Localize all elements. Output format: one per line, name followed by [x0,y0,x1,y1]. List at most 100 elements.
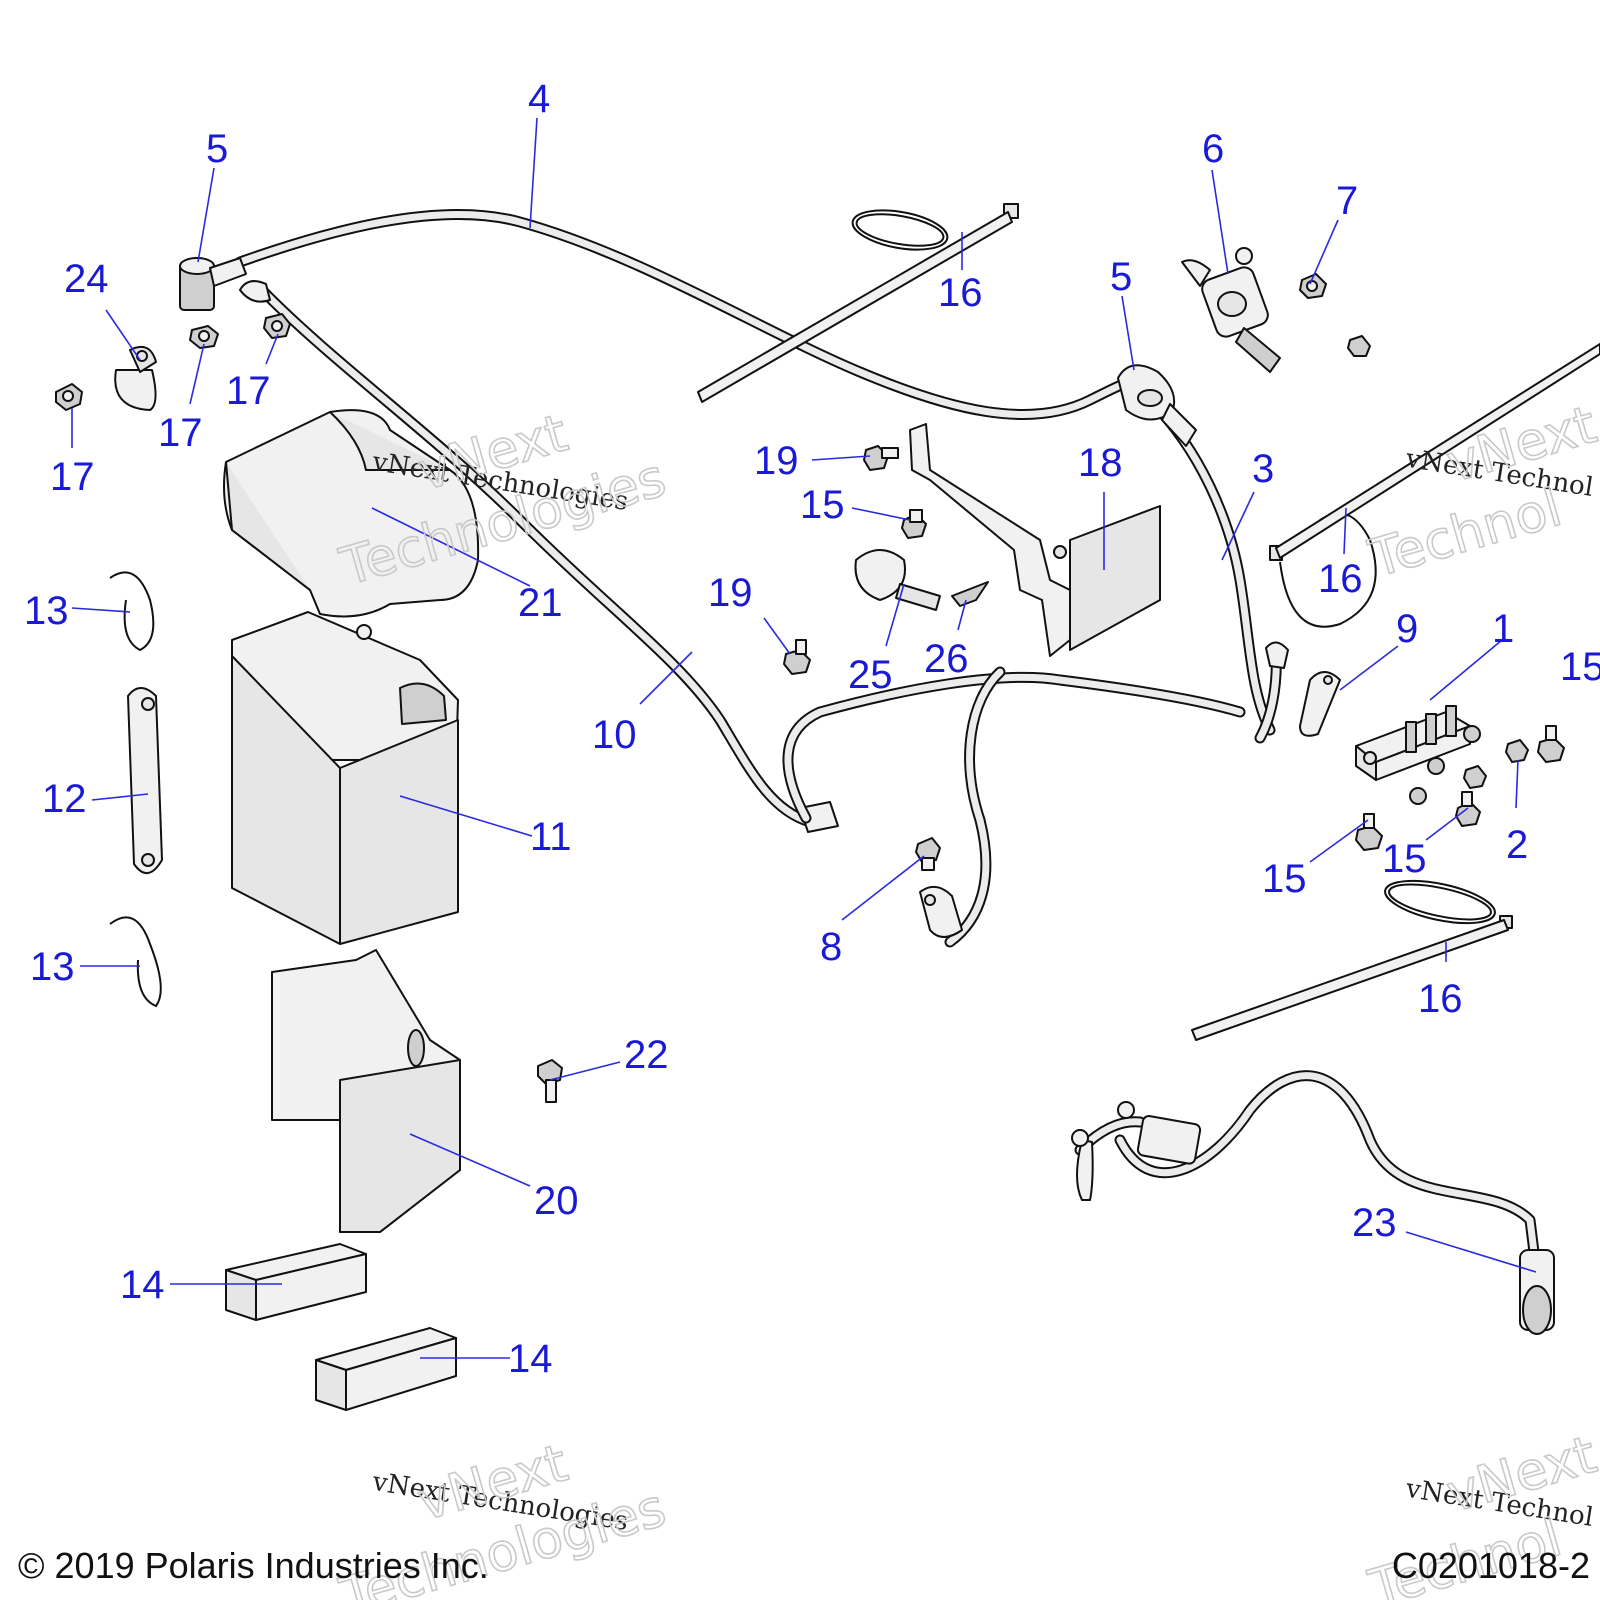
terminal-block-1 [1355,705,1481,805]
callout-23: 23 [1352,1201,1397,1245]
clamp-24 [114,346,157,411]
callout-7: 7 [1336,179,1358,223]
callout-11: 11 [530,815,572,859]
callout-14-b: 14 [508,1337,553,1381]
callout-16-bottom: 16 [1418,977,1463,1021]
callout-13-top: 13 [24,589,69,633]
harness-23 [1071,1070,1555,1335]
leader-9 [1339,645,1399,691]
leader-6 [1211,169,1229,275]
callout-26: 26 [924,637,969,681]
leader-11 [399,795,533,837]
callout-19-a: 19 [754,439,799,483]
clip-13-bottom [109,916,162,1008]
cable-tie-16-top [697,203,1019,403]
clamp-25 [854,549,941,611]
callout-10: 10 [592,713,637,757]
callout-2: 2 [1506,823,1528,867]
leader-13a [71,607,131,613]
leader-17b [189,343,205,405]
battery-11 [231,611,459,945]
callout-20: 20 [534,1179,579,1223]
pad-14-a [225,1243,367,1321]
screw-19-a [863,445,899,471]
callout-18: 18 [1078,441,1123,485]
nut-loose [1347,335,1371,357]
leader-25 [885,583,905,647]
leader-22 [549,1061,621,1081]
pad-14-b [315,1327,457,1411]
bolt-15-a [1537,725,1565,763]
callout-22: 22 [624,1033,669,1077]
bolt-15-c [1355,813,1383,851]
leader-20 [409,1133,531,1187]
callout-15-mid: 15 [800,483,845,527]
callout-17-b: 17 [158,411,203,455]
leader-17c [265,333,279,365]
screw-19-b [783,639,811,675]
callout-15-a: 15 [1560,645,1600,689]
cable-4 [234,208,1146,420]
callout-14-a: 14 [120,1263,165,1307]
diagram-code: C0201018-2 [1392,1545,1590,1586]
parts-layer [55,203,1600,1411]
callout-15-b: 15 [1262,857,1307,901]
leader-16b [1343,507,1347,555]
callout-16-top: 16 [938,271,983,315]
terminal-9 [1299,671,1341,737]
clip-26 [951,581,989,607]
ground-harness [782,666,1246,948]
callout-3: 3 [1252,447,1274,491]
nut-extra-right [1463,765,1487,789]
leader-5a [197,167,215,263]
leader-24 [105,309,141,361]
battery-cover-21 [223,409,480,618]
leader-15c [1425,807,1469,841]
watermark-outline-d: Technol [1363,478,1569,590]
cable-3 [1144,394,1289,744]
leader-23 [1405,1231,1537,1273]
callout-15-c: 15 [1382,837,1427,881]
relay-6 [1181,247,1281,373]
nut-17-a [55,383,83,411]
cable-tie-16-right [1269,343,1600,628]
leader-7 [1309,219,1339,285]
nut-17-c [263,313,291,339]
leader-19b [763,617,791,655]
bolt-15-mid [901,509,927,539]
terminal-boot-5-left [179,257,247,311]
terminal-boot-5-right [1117,364,1197,447]
cable-tie-16-bottom [1191,879,1513,1041]
leader-26 [957,599,967,631]
leader-8 [841,855,925,921]
leader-21 [371,507,531,587]
callout-21: 21 [518,581,563,625]
callout-9: 9 [1396,607,1418,651]
leader-12 [91,793,149,801]
callout-1: 1 [1492,607,1514,651]
leader-19a [811,455,871,461]
callout-17-a: 17 [50,455,95,499]
leader-4 [529,117,538,229]
bolt-15-b [1455,791,1481,827]
callout-5-left: 5 [206,127,228,171]
callout-16-right: 16 [1318,557,1363,601]
nut-17-b [189,325,219,349]
battery-tray-20 [271,949,461,1233]
strap-12 [127,687,163,874]
leader-15b [1309,819,1369,863]
leader-15a [851,507,911,521]
bolt-8 [915,837,941,871]
callout-6: 6 [1202,127,1224,171]
callout-19-b: 19 [708,571,753,615]
leader-5b [1121,295,1135,371]
nut-2 [1505,739,1529,763]
callout-12: 12 [42,777,87,821]
callout-17-c: 17 [226,369,271,413]
callout-25: 25 [848,653,893,697]
leader-lines [71,117,1537,1359]
copyright-text: © 2019 Polaris Industries Inc. [18,1545,489,1586]
callout-24: 24 [64,257,109,301]
leader-10 [639,651,693,705]
